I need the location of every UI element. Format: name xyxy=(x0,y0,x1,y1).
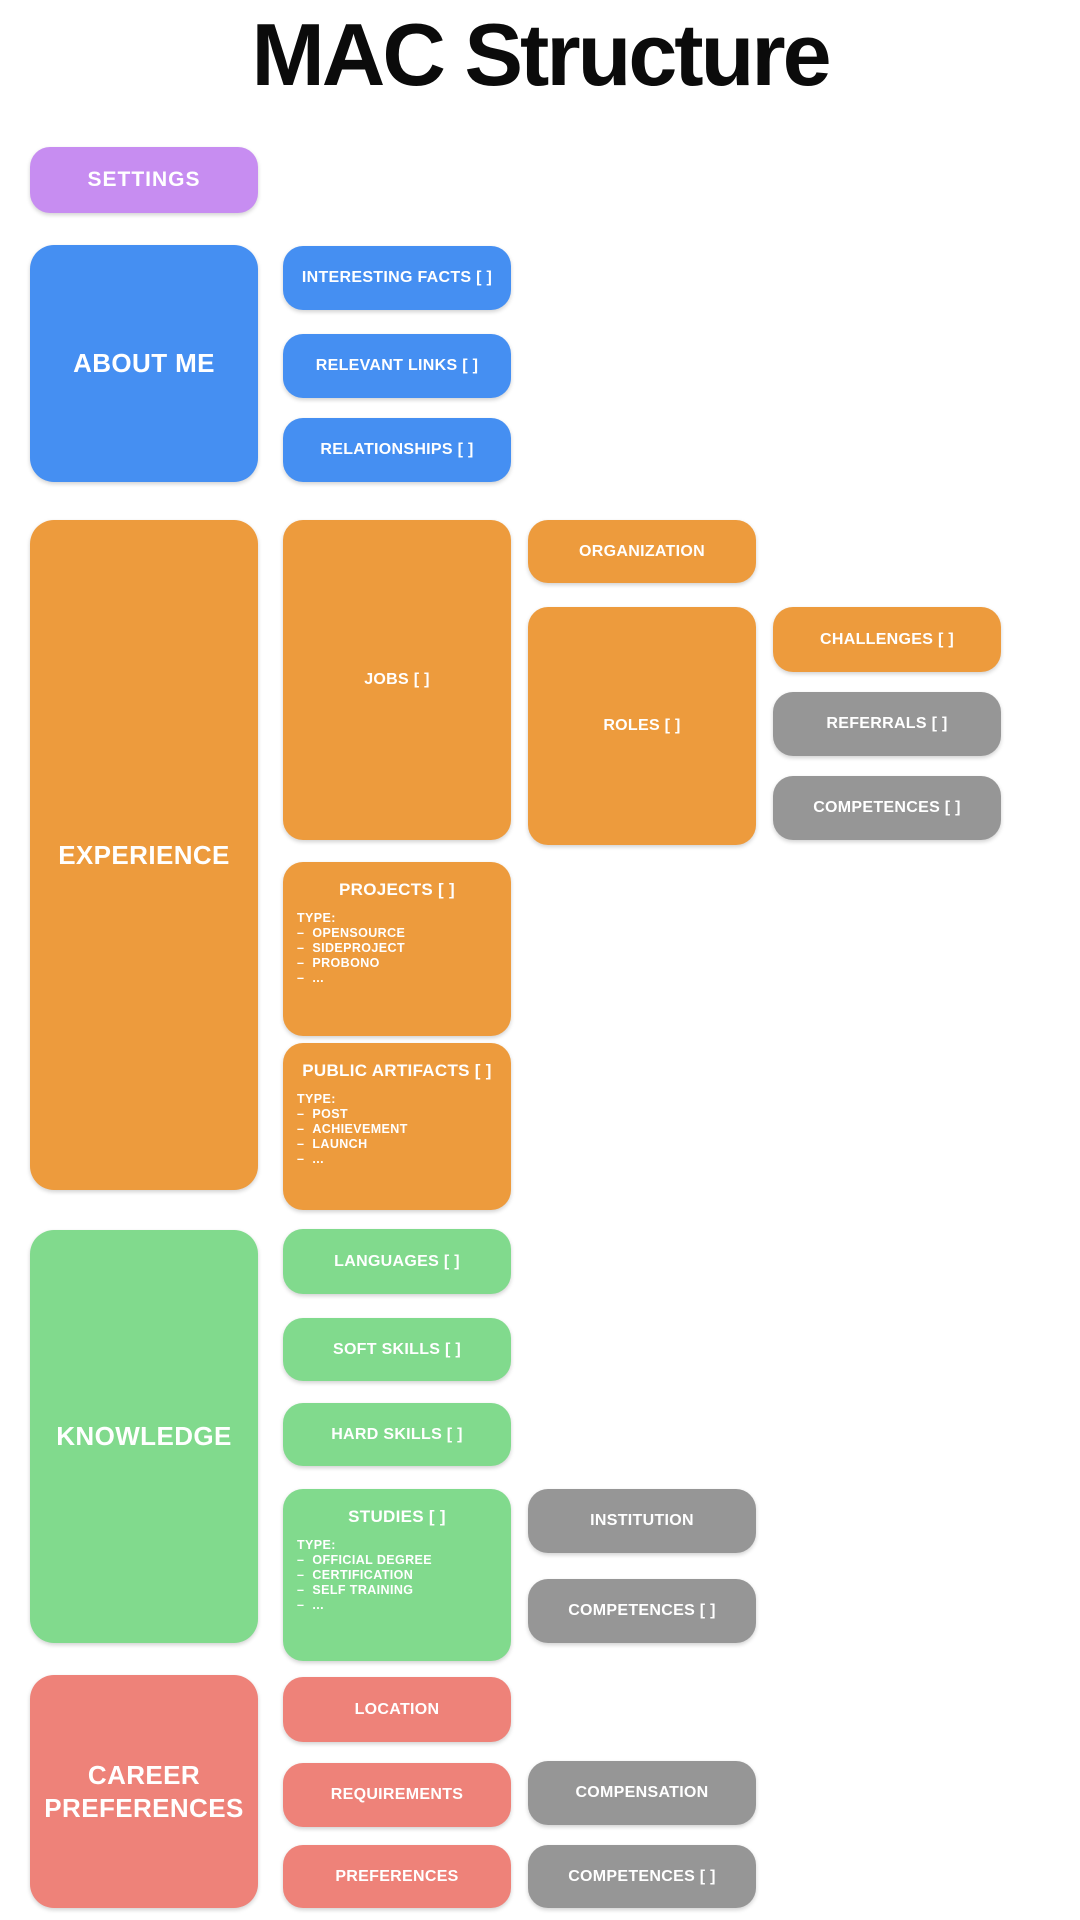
relationships-label: RELATIONSHIPS [ ] xyxy=(320,441,474,458)
compensation-block: COMPENSATION xyxy=(528,1761,756,1825)
organization-block: ORGANIZATION xyxy=(528,520,756,583)
roles-label: ROLES [ ] xyxy=(603,717,681,734)
hard-skills-block: HARD SKILLS [ ] xyxy=(283,1403,511,1466)
studies-block: STUDIES [ ] TYPE: –OFFICIAL DEGREE–CERTI… xyxy=(283,1489,511,1661)
public-artifacts-type-list: –POST–ACHIEVEMENT–LAUNCH–... xyxy=(297,1107,497,1167)
type-item: –SELF TRAINING xyxy=(297,1583,414,1597)
settings-label: SETTINGS xyxy=(87,168,201,191)
type-item: –SIDEPROJECT xyxy=(297,941,405,955)
challenges-label: CHALLENGES [ ] xyxy=(820,630,954,648)
about-me-label: ABOUT ME xyxy=(73,348,215,379)
type-item: –LAUNCH xyxy=(297,1137,368,1151)
referrals-block: REFERRALS [ ] xyxy=(773,692,1001,756)
type-item: –POST xyxy=(297,1107,348,1121)
location-label: LOCATION xyxy=(354,1700,440,1718)
requirements-block: REQUIREMENTS xyxy=(283,1763,511,1827)
settings-block: SETTINGS xyxy=(30,147,258,213)
type-heading: TYPE: xyxy=(297,1092,336,1106)
studies-type-section: TYPE: –OFFICIAL DEGREE–CERTIFICATION–SEL… xyxy=(297,1538,497,1613)
projects-type-section: TYPE: –OPENSOURCE–SIDEPROJECT–PROBONO–..… xyxy=(297,911,497,986)
career-preferences-block: CAREER PREFERENCES xyxy=(30,1675,258,1908)
relevant-links-block: RELEVANT LINKS [ ] xyxy=(283,334,511,398)
type-item: –... xyxy=(297,971,324,985)
type-item: –OFFICIAL DEGREE xyxy=(297,1553,433,1567)
jobs-block: JOBS [ ] xyxy=(283,520,511,840)
public-artifacts-type-section: TYPE: –POST–ACHIEVEMENT–LAUNCH–... xyxy=(297,1092,497,1167)
type-heading: TYPE: xyxy=(297,911,336,925)
relevant-links-label: RELEVANT LINKS [ ] xyxy=(315,357,479,374)
experience-label: EXPERIENCE xyxy=(58,839,230,870)
jobs-label: JOBS [ ] xyxy=(364,671,430,688)
languages-block: LANGUAGES [ ] xyxy=(283,1229,511,1294)
languages-label: LANGUAGES [ ] xyxy=(334,1252,460,1270)
type-item: –... xyxy=(297,1598,324,1612)
type-item: –CERTIFICATION xyxy=(297,1568,414,1582)
studies-label: STUDIES [ ] xyxy=(348,1507,446,1526)
preferences-block: PREFERENCES xyxy=(283,1845,511,1908)
projects-type-list: –OPENSOURCE–SIDEPROJECT–PROBONO–... xyxy=(297,926,497,986)
institution-block: INSTITUTION xyxy=(528,1489,756,1553)
public-artifacts-block: PUBLIC ARTIFACTS [ ] TYPE: –POST–ACHIEVE… xyxy=(283,1043,511,1210)
soft-skills-block: SOFT SKILLS [ ] xyxy=(283,1318,511,1381)
type-item: –ACHIEVEMENT xyxy=(297,1122,408,1136)
type-item: –... xyxy=(297,1152,324,1166)
projects-label: PROJECTS [ ] xyxy=(338,880,455,899)
institution-label: INSTITUTION xyxy=(590,1512,694,1529)
interesting-facts-label: INTERESTING FACTS [ ] xyxy=(301,269,493,286)
relationships-block: RELATIONSHIPS [ ] xyxy=(283,418,511,482)
knowledge-block: KNOWLEDGE xyxy=(30,1230,258,1643)
about-me-block: ABOUT ME xyxy=(30,245,258,482)
public-artifacts-label: PUBLIC ARTIFACTS [ ] xyxy=(302,1061,492,1080)
type-heading: TYPE: xyxy=(297,1538,336,1552)
preferences-label: PREFERENCES xyxy=(335,1867,459,1885)
page-title: MAC Structure xyxy=(251,5,831,104)
compensation-label: COMPENSATION xyxy=(575,1784,709,1801)
studies-competences-label: COMPETENCES [ ] xyxy=(568,1602,716,1619)
hard-skills-label: HARD SKILLS [ ] xyxy=(331,1425,463,1443)
experience-block: EXPERIENCE xyxy=(30,520,258,1190)
roles-competences-block: COMPETENCES [ ] xyxy=(773,776,1001,840)
type-item: –OPENSOURCE xyxy=(297,926,406,940)
studies-type-list: –OFFICIAL DEGREE–CERTIFICATION–SELF TRAI… xyxy=(297,1553,497,1613)
career-competences-block: COMPETENCES [ ] xyxy=(528,1845,756,1908)
studies-competences-block: COMPETENCES [ ] xyxy=(528,1579,756,1643)
referrals-label: REFERRALS [ ] xyxy=(826,715,948,732)
soft-skills-label: SOFT SKILLS [ ] xyxy=(332,1340,462,1358)
requirements-label: REQUIREMENTS xyxy=(330,1786,464,1803)
challenges-block: CHALLENGES [ ] xyxy=(773,607,1001,672)
career-competences-label: COMPETENCES [ ] xyxy=(568,1867,716,1885)
type-item: –PROBONO xyxy=(297,956,380,970)
career-preferences-label: CAREER PREFERENCES xyxy=(44,1760,244,1823)
interesting-facts-block: INTERESTING FACTS [ ] xyxy=(283,246,511,310)
organization-label: ORGANIZATION xyxy=(579,542,705,560)
knowledge-label: KNOWLEDGE xyxy=(56,1421,232,1452)
roles-block: ROLES [ ] xyxy=(528,607,756,845)
location-block: LOCATION xyxy=(283,1677,511,1742)
roles-competences-label: COMPETENCES [ ] xyxy=(813,799,961,816)
projects-block: PROJECTS [ ] TYPE: –OPENSOURCE–SIDEPROJE… xyxy=(283,862,511,1036)
